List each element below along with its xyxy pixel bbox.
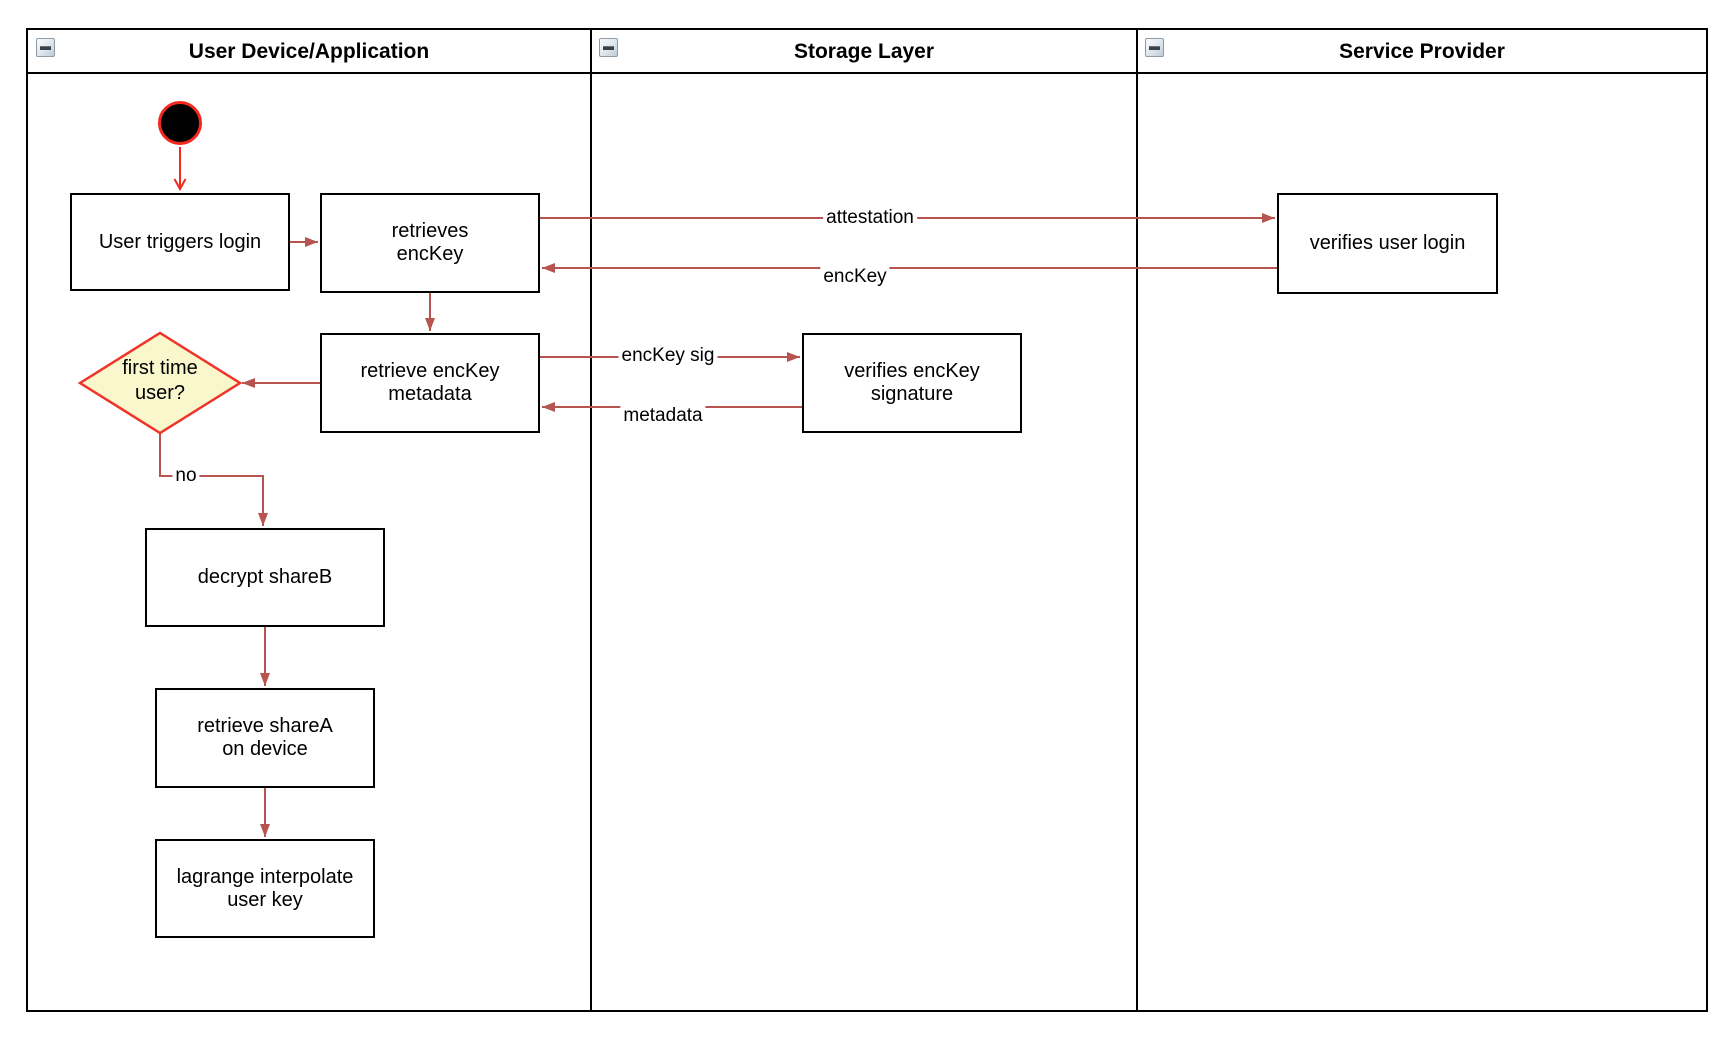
node-decrypt-shareb[interactable]: decrypt shareB <box>145 528 385 627</box>
node-retrieve-enckey-metadata[interactable]: retrieve encKey metadata <box>320 333 540 433</box>
lane-title-storage-layer: Storage Layer <box>793 40 935 63</box>
start-node[interactable] <box>158 101 202 145</box>
lane-header-separator <box>28 72 1706 74</box>
node-verifies-enckey-signature[interactable]: verifies encKey signature <box>802 333 1022 433</box>
lane-divider-2 <box>1136 30 1138 1010</box>
edge-label-attestation: attestation <box>823 206 917 230</box>
node-retrieve-sharea[interactable]: retrieve shareA on device <box>155 688 375 788</box>
decision-label: first time user? <box>122 357 198 404</box>
node-user-triggers-login[interactable]: User triggers login <box>70 193 290 291</box>
node-verifies-user-login[interactable]: verifies user login <box>1277 193 1498 294</box>
node-retrieves-enckey[interactable]: retrieves encKey <box>320 193 540 293</box>
lane-divider-1 <box>590 30 592 1010</box>
collapse-minus-icon[interactable] <box>1145 38 1164 57</box>
edge-label-enckey-sig: encKey sig <box>618 344 718 368</box>
edge-label-no: no <box>172 464 200 488</box>
minus-glyph <box>40 46 51 50</box>
lane-title-service-provider: Service Provider <box>1339 40 1505 63</box>
minus-glyph <box>1149 46 1160 50</box>
lane-title-user-device: User Device/Application <box>188 40 430 63</box>
edge-label-metadata: metadata <box>620 404 706 428</box>
collapse-minus-icon[interactable] <box>599 38 618 57</box>
edge-label-enckey: encKey <box>820 265 890 289</box>
node-lagrange-interpolate[interactable]: lagrange interpolate user key <box>155 839 375 938</box>
minus-glyph <box>603 46 614 50</box>
collapse-minus-icon[interactable] <box>36 38 55 57</box>
